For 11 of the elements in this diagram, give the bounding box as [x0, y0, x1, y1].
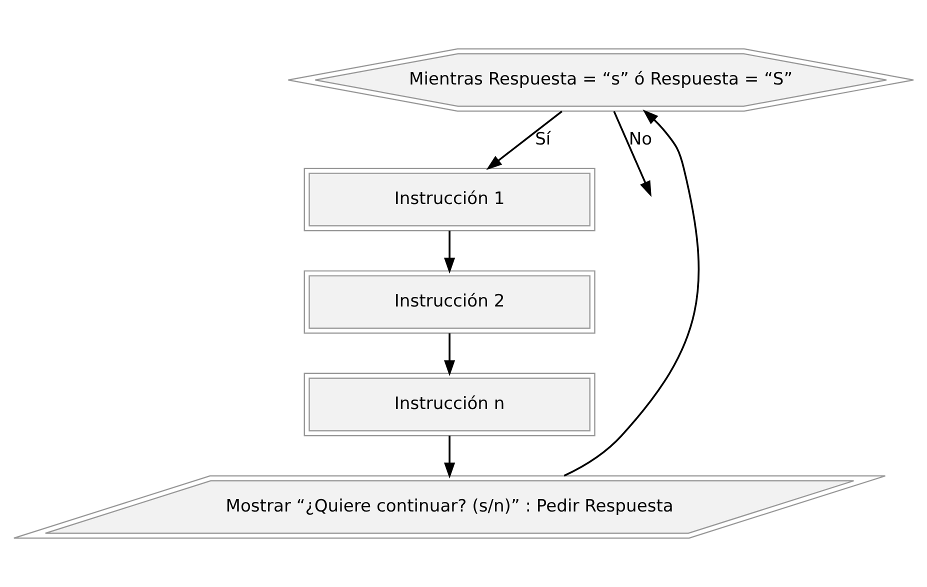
- arrow: [444, 230, 456, 274]
- node-box: Instrucción 2: [304, 270, 596, 334]
- arrow: [444, 436, 456, 479]
- edge-label: Sí: [535, 129, 551, 150]
- arrow: [486, 110, 562, 170]
- edge-label: No: [628, 129, 652, 150]
- arrow: [444, 333, 456, 376]
- arrow: [613, 111, 652, 197]
- node-box: Instrucción 1: [304, 168, 596, 232]
- node-box: Instrucción n: [304, 372, 596, 436]
- arrow: [564, 109, 700, 477]
